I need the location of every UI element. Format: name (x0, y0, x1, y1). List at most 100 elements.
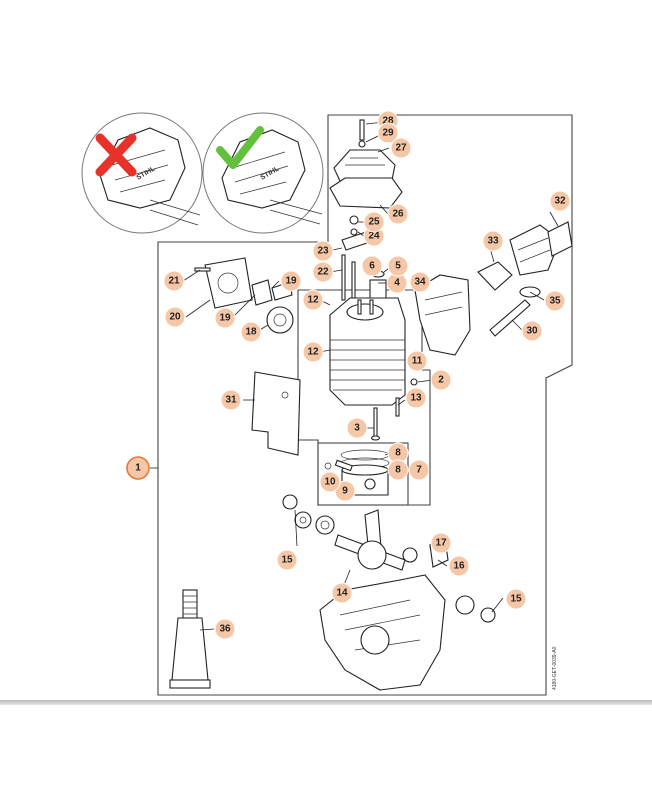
callout-27: 27 (390, 137, 412, 159)
callout-label: 7 (416, 465, 422, 476)
callout-label: 35 (549, 296, 561, 307)
check-mark-icon (216, 126, 264, 169)
callout-8: 8 (387, 459, 409, 481)
callout-14: 14 (331, 582, 353, 604)
callout-1: 1 (126, 456, 150, 480)
oil-pump-group (194, 257, 294, 334)
callout-3: 3 (346, 417, 368, 439)
callout-5: 5 (387, 255, 409, 277)
callout-label: 12 (307, 347, 319, 358)
callout-label: 21 (168, 276, 180, 287)
valve-cover (329, 119, 403, 209)
callout-marker (387, 255, 409, 277)
gasket-sheet (251, 371, 301, 456)
callout-marker (482, 230, 504, 252)
callout-marker (361, 255, 383, 277)
callout-marker (390, 137, 412, 159)
callout-15: 15 (505, 588, 527, 610)
callout-label: 23 (317, 246, 329, 257)
callout-label: 6 (369, 261, 375, 272)
callout-label: 8 (395, 465, 401, 476)
assembly-frame (157, 114, 573, 696)
callout-label: 3 (354, 423, 360, 434)
callout-6: 6 (361, 255, 383, 277)
callout-31: 31 (220, 389, 242, 411)
callout-34: 34 (409, 271, 431, 293)
callout-marker (126, 456, 150, 480)
callout-label: 28 (382, 116, 394, 127)
callout-label: 20 (169, 312, 181, 323)
callout-label: 15 (281, 555, 293, 566)
callout-9: 9 (334, 480, 356, 502)
callout-marker (163, 270, 185, 292)
callout-32: 32 (549, 190, 571, 212)
callout-label: 4 (394, 278, 400, 289)
callout-marker (406, 350, 428, 372)
callout-marker (240, 321, 262, 343)
right-example: STIHL (202, 112, 324, 234)
callout-19: 19 (280, 270, 302, 292)
callout-marker (408, 459, 430, 481)
callout-18: 18 (240, 321, 262, 343)
callout-label: 12 (307, 295, 319, 306)
callout-label: 9 (342, 486, 348, 497)
callout-35: 35 (544, 290, 566, 312)
callout-19: 19 (214, 307, 236, 329)
bottom-divider (0, 700, 652, 705)
callout-label: 30 (526, 326, 538, 337)
callout-marker (214, 307, 236, 329)
callout-label: 1 (135, 463, 141, 474)
callout-11: 11 (406, 350, 428, 372)
wrong-example: STIHL (81, 112, 203, 234)
callout-marker (280, 270, 302, 292)
cross-mark-icon (95, 133, 137, 177)
callout-2: 2 (430, 369, 452, 391)
callout-29: 29 (377, 122, 399, 144)
callout-marker (276, 549, 298, 571)
grease-tube (169, 589, 211, 689)
callout-label: 5 (395, 261, 401, 272)
callout-label: 27 (395, 143, 407, 154)
callout-marker (387, 459, 409, 481)
callout-marker (505, 588, 527, 610)
callout-label: 8 (395, 448, 401, 459)
push-rods (341, 254, 356, 301)
callout-marker (302, 289, 324, 311)
callout-marker (377, 122, 399, 144)
callout-22: 22 (312, 261, 334, 283)
callout-25: 25 (363, 211, 385, 233)
callout-23: 23 (312, 240, 334, 262)
callout-13: 13 (405, 387, 427, 409)
callout-20: 20 (164, 306, 186, 328)
callout-label: 11 (412, 356, 423, 367)
callout-label: 31 (225, 395, 237, 406)
callout-marker (220, 389, 242, 411)
callout-label: 18 (245, 327, 257, 338)
callout-label: 16 (453, 561, 465, 572)
document-number: 4180-GET-0039-A0 (552, 646, 558, 690)
callout-label: 24 (368, 231, 380, 242)
callout-marker (164, 306, 186, 328)
callout-label: 29 (382, 128, 394, 139)
callout-marker (214, 618, 236, 640)
callout-label: 10 (324, 477, 336, 488)
callout-marker (521, 320, 543, 342)
callout-marker (544, 290, 566, 312)
callout-label: 2 (438, 375, 444, 386)
callout-marker (363, 211, 385, 233)
cylinder-bolts (370, 378, 418, 441)
callout-label: 22 (317, 267, 329, 278)
callout-marker (319, 471, 341, 493)
callout-label: 25 (368, 217, 380, 228)
callout-label: 15 (510, 594, 522, 605)
piston-frame (317, 442, 409, 506)
callout-label: 19 (219, 313, 231, 324)
callout-marker (312, 240, 334, 262)
callout-16: 16 (448, 555, 470, 577)
callout-21: 21 (163, 270, 185, 292)
callout-label: 34 (414, 277, 426, 288)
callout-label: 14 (336, 588, 348, 599)
callout-26: 26 (387, 203, 409, 225)
callout-10: 10 (319, 471, 341, 493)
